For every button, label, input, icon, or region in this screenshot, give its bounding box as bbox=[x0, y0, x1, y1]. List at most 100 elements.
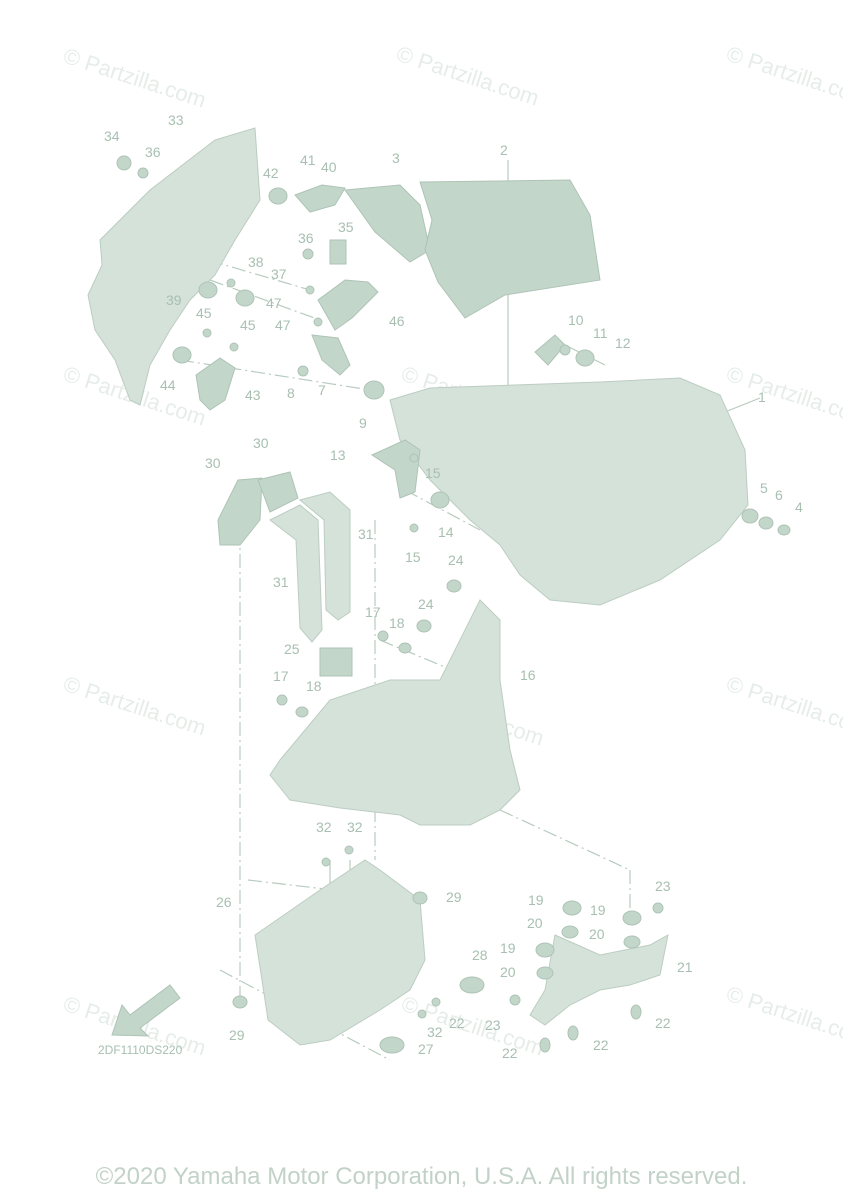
washer-6 bbox=[758, 516, 774, 530]
damper-20 bbox=[561, 925, 579, 939]
washer-44 bbox=[172, 346, 192, 364]
bolt-15 bbox=[409, 523, 419, 533]
callout: 19 bbox=[528, 892, 544, 908]
bolt-32 bbox=[431, 997, 441, 1007]
callout: 15 bbox=[405, 549, 421, 565]
screw-47 bbox=[313, 317, 323, 327]
clip-24 bbox=[416, 619, 432, 633]
callout: 36 bbox=[145, 144, 161, 160]
callout: 30 bbox=[253, 435, 269, 451]
callout: 22 bbox=[449, 1015, 465, 1031]
callout: 29 bbox=[446, 889, 462, 905]
callout: 20 bbox=[589, 926, 605, 942]
bracket-46 bbox=[317, 279, 379, 331]
callout: 26 bbox=[216, 894, 232, 910]
bolt-22 bbox=[539, 1037, 551, 1053]
copyright-notice: ©2020 Yamaha Motor Corporation, U.S.A. A… bbox=[95, 1163, 748, 1190]
callout: 22 bbox=[655, 1015, 671, 1031]
damper-19 bbox=[622, 910, 642, 926]
callout: 43 bbox=[245, 387, 261, 403]
panel-2 bbox=[419, 179, 601, 319]
bracket-21 bbox=[529, 934, 669, 1026]
bolt-23 bbox=[509, 994, 521, 1006]
callout: 23 bbox=[485, 1017, 501, 1033]
diagram-code: 2DF1110DS220 bbox=[98, 1043, 183, 1057]
callout: 20 bbox=[527, 915, 543, 931]
callout: 37 bbox=[271, 266, 287, 282]
bolt-15 bbox=[409, 453, 419, 463]
callout: 18 bbox=[389, 615, 405, 631]
callout: 28 bbox=[472, 947, 488, 963]
bolt-23 bbox=[652, 902, 664, 914]
callout: 31 bbox=[273, 574, 289, 590]
callout: 25 bbox=[284, 641, 300, 657]
callout: 9 bbox=[359, 415, 367, 431]
callout: 11 bbox=[593, 325, 608, 341]
watermark: © Partzilla.com bbox=[723, 41, 843, 111]
callout: 7 bbox=[318, 382, 326, 398]
callout: 19 bbox=[500, 940, 516, 956]
bolt-17 bbox=[377, 630, 389, 642]
damper-19 bbox=[535, 942, 555, 958]
plate-25 bbox=[319, 647, 353, 677]
callout: 4 bbox=[795, 499, 803, 515]
callout: 23 bbox=[655, 878, 671, 894]
washer-9 bbox=[363, 380, 385, 400]
battery-box-16 bbox=[269, 599, 521, 826]
part-35 bbox=[329, 239, 347, 265]
bolt-32 bbox=[321, 857, 331, 867]
bolt-17 bbox=[276, 694, 288, 706]
clip-34 bbox=[116, 155, 132, 171]
callout: 3 bbox=[392, 150, 400, 166]
watermark: © Partzilla.com bbox=[60, 43, 209, 113]
callout: 33 bbox=[168, 112, 184, 128]
callout: 35 bbox=[338, 219, 354, 235]
bolt-22 bbox=[567, 1025, 579, 1041]
bracket-40 bbox=[294, 184, 346, 213]
callout: 14 bbox=[438, 524, 454, 540]
bolt-32 bbox=[417, 1009, 427, 1019]
damper-20 bbox=[536, 966, 554, 980]
callout: 41 bbox=[300, 152, 316, 168]
clip-36 bbox=[137, 167, 149, 179]
callouts: 1 2 3 4 5 6 7 8 9 10 11 12 13 14 15 15 1… bbox=[104, 112, 803, 1061]
damper-19 bbox=[562, 900, 582, 916]
strap-31 bbox=[269, 504, 323, 643]
callout: 27 bbox=[418, 1041, 434, 1057]
callout: 32 bbox=[316, 819, 332, 835]
bolt-18 bbox=[295, 706, 309, 718]
nut-11 bbox=[559, 344, 571, 356]
pin-38 bbox=[226, 278, 236, 288]
callout: 47 bbox=[275, 317, 291, 333]
strap-31 bbox=[298, 491, 351, 621]
bolt-4 bbox=[777, 524, 791, 536]
callout: 1 bbox=[758, 389, 766, 405]
bolt-22 bbox=[630, 1004, 642, 1020]
callout: 21 bbox=[677, 959, 693, 975]
screw-8 bbox=[297, 365, 309, 377]
callout: 40 bbox=[321, 159, 337, 175]
callout: 5 bbox=[760, 480, 768, 496]
callout: 45 bbox=[240, 317, 256, 333]
watermark: © Partzilla.com bbox=[60, 671, 209, 741]
grommet-27 bbox=[379, 1036, 405, 1054]
callout: 31 bbox=[358, 526, 374, 542]
screw-45 bbox=[229, 342, 239, 352]
callout: 16 bbox=[520, 667, 536, 683]
washer-42 bbox=[268, 187, 288, 205]
callout: 19 bbox=[590, 902, 606, 918]
parts bbox=[87, 127, 791, 1054]
bracket-7 bbox=[311, 334, 351, 376]
callout: 24 bbox=[418, 596, 434, 612]
callout: 36 bbox=[298, 230, 314, 246]
washer-12 bbox=[575, 349, 595, 367]
callout: 32 bbox=[347, 819, 363, 835]
callout: 30 bbox=[205, 455, 221, 471]
bracket-30 bbox=[217, 477, 263, 546]
panel-3 bbox=[344, 184, 431, 263]
watermark: © Partzilla.com bbox=[393, 41, 542, 111]
bracket-43 bbox=[195, 357, 236, 411]
bolt-29 bbox=[232, 995, 248, 1009]
screw-47 bbox=[305, 285, 315, 295]
